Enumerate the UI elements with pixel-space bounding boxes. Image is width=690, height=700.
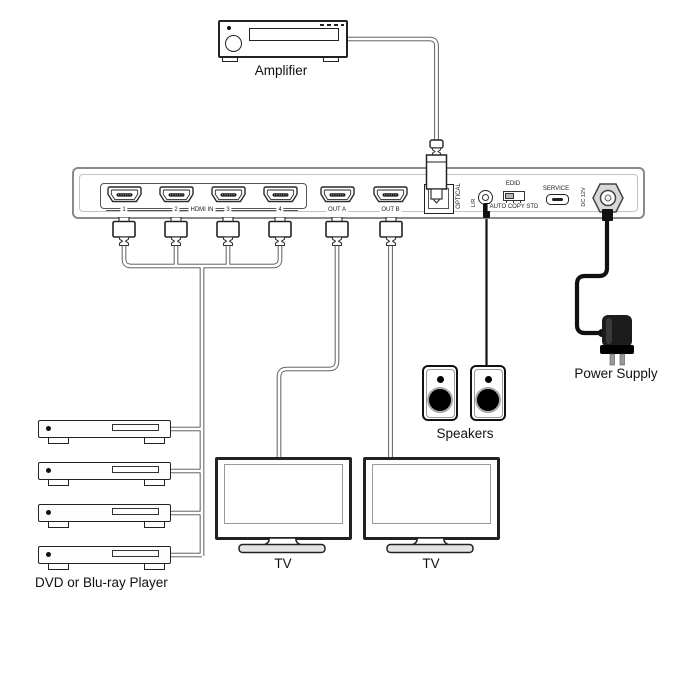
- label-in4: 4: [276, 206, 284, 214]
- hdmi-connector-in-3: [216, 217, 240, 247]
- hdmi-out-a-port: [319, 186, 355, 203]
- label-edid-modes: AUTO COPY STD: [487, 203, 541, 211]
- dvd-led: [46, 552, 51, 557]
- service-usb-port: [546, 193, 569, 205]
- speaker-tweeter: [484, 376, 492, 383]
- amplifier-label: Amplifier: [254, 63, 308, 78]
- amplifier-device: [218, 20, 348, 58]
- dvd-foot: [144, 563, 165, 570]
- label-out-b: OUT B: [379, 206, 402, 214]
- tv-b: [363, 457, 500, 540]
- label-dc-12v: DC 12V: [581, 187, 587, 207]
- dvd-player-2: [38, 462, 171, 480]
- cable-out-a: [276, 245, 340, 459]
- hdmi-in-3-port: [210, 186, 246, 203]
- edid-tick: [520, 200, 521, 203]
- audio-lr-jack: [477, 190, 493, 205]
- optical-plug: [425, 139, 448, 204]
- dvd-tray: [112, 423, 159, 431]
- dvd-tray: [112, 549, 159, 557]
- tv-b-stand: [386, 538, 474, 554]
- speaker-rim: [425, 368, 455, 418]
- label-optical: OPTICAL: [456, 183, 462, 209]
- label-in2: 2: [172, 206, 180, 214]
- label-out-a: OUT A: [326, 206, 348, 214]
- cable-in-bus: [121, 245, 283, 269]
- dvd-foot: [48, 437, 69, 444]
- panel-bevel: [79, 174, 638, 212]
- amplifier-display: [249, 28, 339, 41]
- dvd-player-1: [38, 420, 171, 438]
- label-edid: EDID: [503, 181, 523, 188]
- tv-b-label: TV: [422, 556, 440, 571]
- hdmi-connector-in-1: [112, 217, 136, 247]
- dc-12v-jack: [592, 183, 624, 213]
- hdmi-connector-in-2: [164, 217, 188, 247]
- label-in3: 3: [224, 206, 232, 214]
- speaker-rim: [473, 368, 503, 418]
- tv-a-stand: [238, 538, 326, 554]
- edid-tick: [513, 200, 514, 203]
- speaker-left: [422, 365, 458, 421]
- edid-switch-knob: [505, 192, 514, 199]
- dvd-led: [46, 468, 51, 473]
- amplifier-led: [227, 26, 231, 30]
- dvd-player-3: [38, 504, 171, 522]
- dvd-tray: [112, 507, 159, 515]
- hdmi-in-1-port: [106, 186, 142, 203]
- amplifier-knob: [225, 35, 242, 52]
- cable-power: [574, 219, 610, 336]
- label-in1: 1: [120, 206, 128, 214]
- speaker-tweeter: [436, 376, 444, 383]
- cable-optical: [346, 36, 439, 144]
- dvd-player-4: [38, 546, 171, 564]
- speaker-woofer: [427, 387, 453, 413]
- tv-a-screen: [224, 464, 343, 524]
- dvd-foot: [144, 437, 165, 444]
- label-hdmi-in: HDMI IN: [188, 206, 216, 214]
- hdmi-in-2-port: [158, 186, 194, 203]
- tv-a: [215, 457, 352, 540]
- tv-b-screen: [372, 464, 491, 524]
- dvd-foot: [144, 479, 165, 486]
- dvd-foot: [48, 563, 69, 570]
- label-lr: L/R: [471, 198, 477, 208]
- hdmi-in-4-port: [262, 186, 298, 203]
- power-supply-label: Power Supply: [574, 366, 658, 381]
- power-adapter: [598, 315, 634, 366]
- dvd-tray: [112, 465, 159, 473]
- hdmi-out-b-port: [373, 186, 408, 203]
- hdmi-connector-out-a: [325, 217, 349, 247]
- audio-plug: [483, 203, 490, 218]
- dvd-led: [46, 510, 51, 515]
- speaker-right: [470, 365, 506, 421]
- dvd-foot: [144, 521, 165, 528]
- dvd-players-label: DVD or Blu-ray Player: [35, 575, 168, 590]
- speaker-woofer: [475, 387, 501, 413]
- dc-plug: [601, 209, 613, 221]
- edid-switch: [503, 190, 525, 201]
- hdmi-connector-out-b: [378, 217, 403, 247]
- amplifier-vents: [320, 24, 344, 26]
- hdmi-connector-in-4: [268, 217, 292, 247]
- speakers-label: Speakers: [436, 426, 494, 441]
- dvd-led: [46, 426, 51, 431]
- label-service: SERVICE: [540, 186, 572, 193]
- dvd-foot: [48, 479, 69, 486]
- tv-a-label: TV: [274, 556, 292, 571]
- edid-tick: [506, 200, 507, 203]
- dvd-foot: [48, 521, 69, 528]
